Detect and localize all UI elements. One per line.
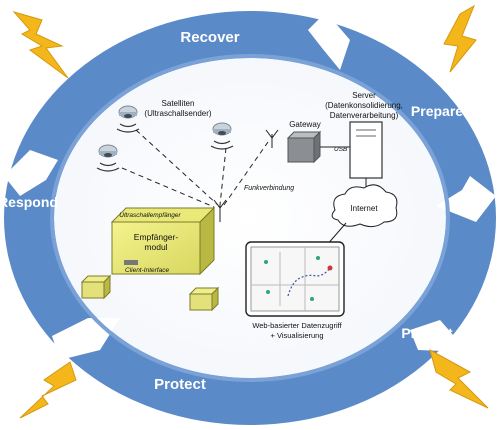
hazard-icons bbox=[12, 4, 489, 419]
ring-arrow-separators bbox=[4, 12, 496, 360]
server-detail-line1: (Datenkonsolidierung, bbox=[325, 101, 403, 110]
satellite-icon bbox=[116, 105, 140, 133]
lightning-icon bbox=[12, 11, 69, 79]
gateway-device: Gateway USB bbox=[265, 120, 350, 164]
antenna-icon bbox=[265, 129, 279, 148]
arrow-separator-bottom-right bbox=[410, 320, 468, 352]
arrow-separator-right bbox=[436, 176, 496, 222]
receiver-top-label: Ultraschallempfänger bbox=[119, 212, 181, 219]
web-access-line1: Web-basierter Datenzugriff bbox=[252, 321, 342, 330]
label-protect: Protect bbox=[154, 376, 206, 393]
web-access-line2: + Visualisierung bbox=[270, 331, 323, 340]
radio-links bbox=[121, 129, 269, 208]
antenna-icon bbox=[213, 199, 227, 222]
satellite-group: Satelliten (Ultraschallsender) bbox=[96, 99, 234, 172]
lightning-icon bbox=[429, 348, 489, 409]
gateway-usb-label: USB bbox=[334, 146, 348, 153]
arrow-separator-top bbox=[308, 12, 350, 70]
web-access-panel: Web-basierter Datenzugriff + Visualisier… bbox=[245, 241, 345, 340]
label-prevent: Prevent bbox=[401, 325, 453, 341]
gateway-title: Gateway bbox=[289, 120, 321, 129]
lightning-icon bbox=[19, 361, 77, 419]
internet-cloud: Internet bbox=[325, 178, 398, 247]
cycle-labels: Recover Prepare Prevent Protect Respond bbox=[0, 29, 463, 393]
label-recover: Recover bbox=[180, 29, 239, 46]
internet-label: Internet bbox=[350, 204, 378, 213]
sensor-tag bbox=[188, 286, 220, 312]
client-interface-label: Client-Interface bbox=[125, 267, 169, 274]
label-respond: Respond bbox=[0, 194, 58, 210]
satellites-subtitle: (Ultraschallsender) bbox=[144, 109, 211, 118]
satellite-icon bbox=[210, 122, 234, 150]
server-device: Server (Datenkonsolidierung, Datenverarb… bbox=[325, 91, 403, 179]
radio-link-label: Funkverbindung bbox=[244, 185, 294, 192]
receiver-name-line1: Empfänger- bbox=[134, 232, 179, 242]
server-title: Server bbox=[352, 91, 376, 100]
lightning-icon bbox=[443, 4, 477, 73]
arrow-separator-left bbox=[4, 150, 58, 196]
satellite-icon bbox=[96, 144, 120, 172]
receiver-name-line2: modul bbox=[144, 242, 167, 252]
server-detail-line2: Datenverarbeitung) bbox=[330, 111, 399, 120]
satellites-title: Satelliten bbox=[162, 99, 195, 108]
label-prepare: Prepare bbox=[411, 103, 463, 119]
receiver-module: Ultraschallempfänger Empfänger- modul Cl… bbox=[110, 206, 216, 276]
cycle-ring bbox=[4, 11, 496, 425]
sensor-tag bbox=[80, 274, 112, 300]
